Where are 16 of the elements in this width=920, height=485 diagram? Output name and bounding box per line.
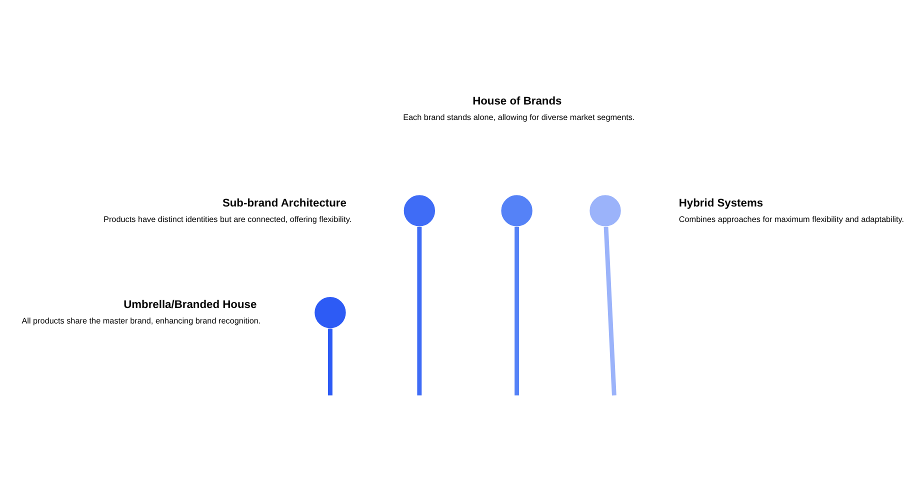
connector <box>603 226 616 395</box>
connector <box>328 328 332 395</box>
node-label: Sub-brand Architecture <box>222 196 346 209</box>
node-circle <box>500 194 533 227</box>
node-label: Umbrella/Branded House <box>123 298 256 311</box>
node-label: House of Brands <box>472 94 562 107</box>
connector <box>514 226 519 395</box>
node-circle <box>313 296 346 328</box>
node-label: Each brand stands alone, allowing for diverse market segments. <box>402 112 634 122</box>
node-label: Products have distinct identities but are connected, offering flexibility. <box>103 214 352 224</box>
node-label: Hybrid Systems <box>678 196 763 209</box>
node-circle <box>402 194 436 227</box>
node-label: All products share the master brand, enhancing brand recognition. <box>21 316 260 326</box>
node-circle <box>588 194 622 227</box>
connector <box>416 226 422 395</box>
node-label: Combines approaches for maximum flexibility and adaptability. <box>678 214 904 224</box>
